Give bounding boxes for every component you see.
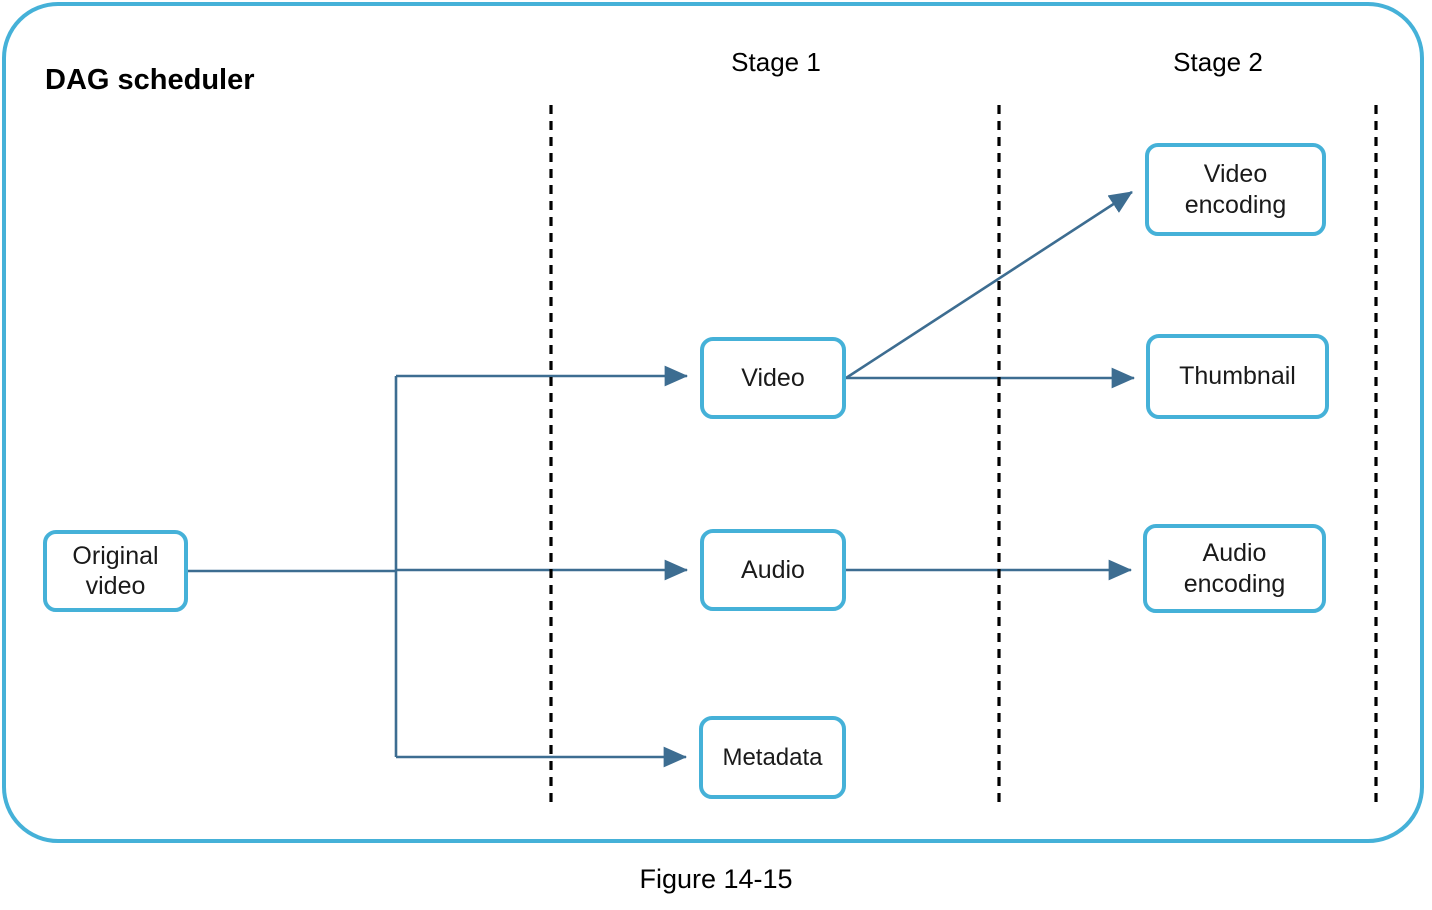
- node-audio-encoding-line1: Audio: [1202, 539, 1267, 567]
- node-audio-encoding-line2: encoding: [1183, 569, 1286, 598]
- node-original-video-line1: Original: [72, 541, 159, 570]
- node-thumbnail-label: Thumbnail: [1179, 362, 1296, 391]
- edge-video-to-encoding: [845, 190, 1133, 380]
- dag-scheduler-title: DAG scheduler: [45, 64, 255, 96]
- node-audio-encoding-label: Audio encoding: [1184, 538, 1285, 599]
- node-thumbnail[interactable]: Thumbnail: [1146, 334, 1329, 419]
- node-video-encoding-line2: encoding: [1184, 190, 1287, 219]
- stage-2-label: Stage 2: [1173, 47, 1263, 77]
- figure-caption: Figure 14-15: [639, 864, 793, 894]
- node-video[interactable]: Video: [700, 337, 846, 419]
- node-video-encoding-label: Video encoding: [1185, 159, 1286, 220]
- node-metadata-label: Metadata: [722, 743, 823, 771]
- node-original-video-line2: video: [85, 572, 146, 600]
- node-video-label: Video: [741, 363, 805, 392]
- dag-scheduler-container: [2, 2, 1424, 843]
- node-audio-encoding[interactable]: Audio encoding: [1143, 524, 1326, 613]
- node-audio-label: Audio: [741, 555, 805, 584]
- node-original-video[interactable]: Original video: [43, 530, 188, 612]
- node-video-encoding[interactable]: Video encoding: [1145, 143, 1326, 236]
- node-audio[interactable]: Audio: [700, 529, 846, 611]
- node-original-video-label: Original video: [72, 541, 158, 602]
- node-metadata[interactable]: Metadata: [699, 716, 846, 799]
- node-video-encoding-line1: Video: [1203, 160, 1268, 188]
- stage-1-label: Stage 1: [731, 47, 821, 77]
